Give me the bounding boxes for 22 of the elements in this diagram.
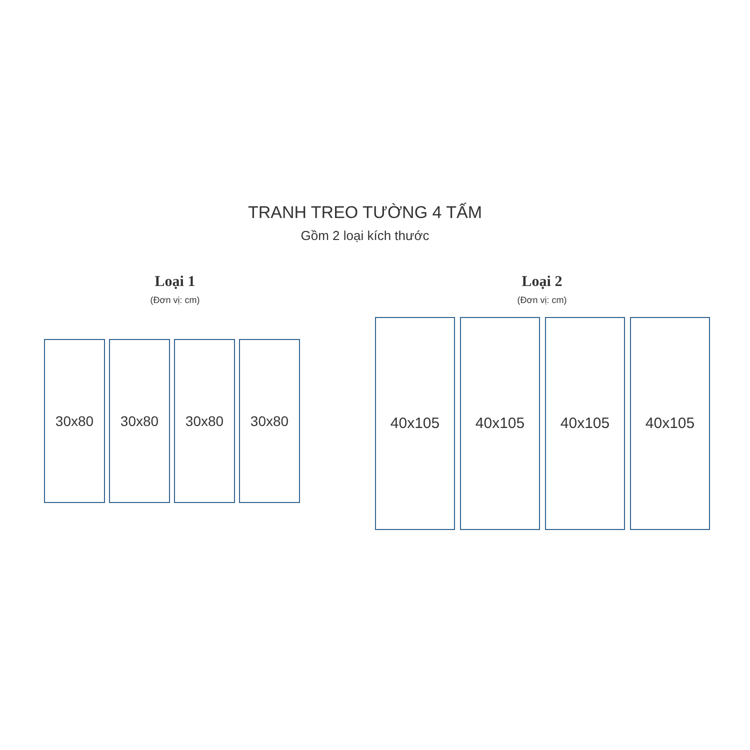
size-label: 40x105 [390, 415, 440, 432]
size-label: 30x80 [55, 413, 94, 429]
panel-frame [174, 339, 235, 503]
size-label: 30x80 [185, 413, 224, 429]
unit-note: (Đơn vị: cm) [149, 295, 201, 305]
panel-frame [109, 339, 170, 503]
group-heading: Loại 2 [520, 274, 564, 291]
subtitle-text: Gồm 2 loại kích thước [300, 228, 430, 243]
size-label: 30x80 [120, 413, 159, 429]
size-label: 40x105 [475, 415, 525, 432]
panel-frame [375, 317, 455, 530]
panel-frame [460, 317, 540, 530]
size-label: 40x105 [560, 415, 610, 432]
panel-frame [239, 339, 300, 503]
title-text: TRANH TREO TƯỜNG 4 TẤM [246, 203, 484, 223]
panel-frame [545, 317, 625, 530]
size-label: 30x80 [250, 413, 289, 429]
panel-frame [630, 317, 710, 530]
size-label: 40x105 [645, 415, 695, 432]
unit-note: (Đơn vị: cm) [516, 295, 568, 305]
panel-frame [44, 339, 105, 503]
group-heading: Loại 1 [154, 274, 196, 291]
